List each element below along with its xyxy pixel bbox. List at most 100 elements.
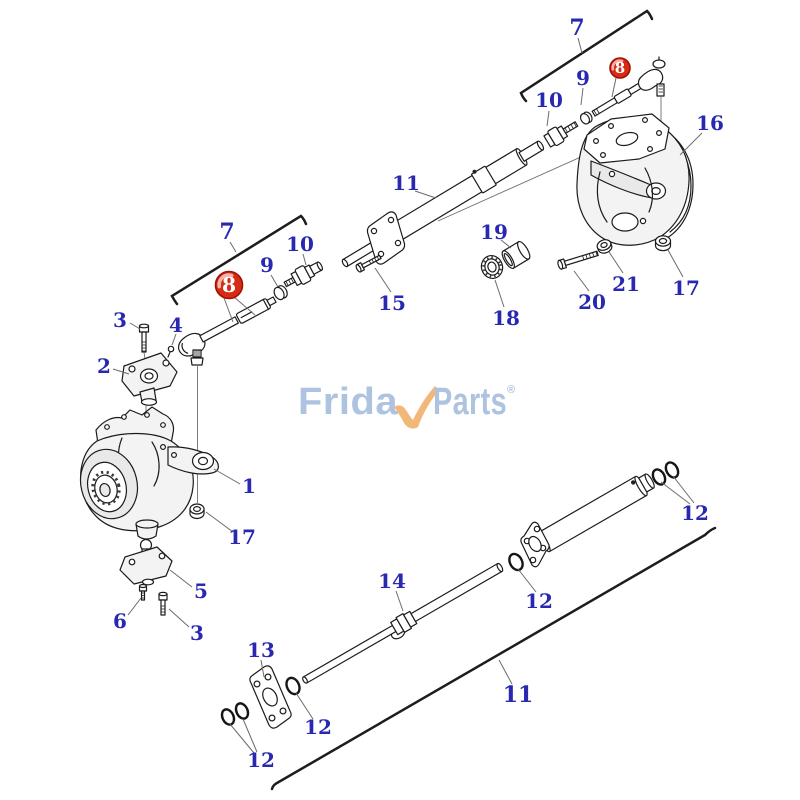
part-label-4: 4 bbox=[169, 313, 183, 337]
part-label-17: 17 bbox=[672, 276, 700, 300]
part-9-ring-right bbox=[579, 111, 593, 125]
part-label-3: 3 bbox=[113, 308, 127, 332]
part-label-13: 13 bbox=[247, 638, 275, 662]
part-12-o-ring-right-a bbox=[651, 468, 667, 486]
leader-line bbox=[127, 597, 142, 616]
bracket-line-7-top-right bbox=[519, 9, 654, 103]
part-label-12: 12 bbox=[247, 748, 275, 772]
leader-line bbox=[229, 241, 237, 253]
part-label-5: 5 bbox=[194, 579, 208, 603]
part-label-12: 12 bbox=[681, 501, 709, 525]
part-9-ring-left bbox=[273, 285, 288, 301]
part-label-20: 20 bbox=[578, 290, 606, 314]
part-label-18: 18 bbox=[492, 306, 520, 330]
leader-line bbox=[374, 267, 392, 293]
leader-line bbox=[242, 718, 258, 753]
highlight-badge-8: 8 bbox=[609, 57, 631, 79]
part-20-bolt bbox=[557, 250, 599, 270]
leader-line bbox=[295, 692, 314, 720]
cylinder-mid-flange bbox=[366, 211, 406, 265]
part-11-steering-cylinder bbox=[341, 68, 664, 268]
part-label-11: 11 bbox=[392, 171, 420, 195]
leader-line bbox=[233, 296, 256, 316]
leader-line bbox=[580, 87, 584, 106]
highlight-badge-8: 8 bbox=[214, 270, 244, 300]
leader-line bbox=[500, 239, 512, 249]
part-6-bolt bbox=[138, 583, 148, 601]
part-10-coupling-left bbox=[283, 261, 324, 288]
hub-spline bbox=[91, 470, 121, 506]
part-17-nut-right bbox=[654, 235, 672, 252]
part-3-bolt-upper bbox=[138, 323, 150, 364]
leader-line bbox=[205, 511, 234, 533]
part-label-9: 9 bbox=[576, 66, 590, 90]
leader-line bbox=[660, 481, 691, 505]
part-label-3: 3 bbox=[190, 621, 204, 645]
part-15-bolt bbox=[355, 254, 382, 273]
leader-line bbox=[129, 322, 141, 330]
leader-line bbox=[168, 608, 190, 628]
fridayparts-watermark: Frida Parts ® bbox=[298, 381, 516, 429]
leader-line bbox=[679, 132, 703, 156]
badge-highlight-swirl bbox=[611, 59, 624, 71]
part-label-2: 2 bbox=[97, 354, 111, 378]
tie-rod-sleeve bbox=[235, 298, 271, 324]
rod-mid-flange bbox=[520, 521, 550, 568]
badge-label-8: 8 bbox=[615, 59, 625, 77]
leader-line bbox=[302, 253, 307, 266]
part-label-6: 6 bbox=[113, 609, 127, 633]
leader-line bbox=[270, 274, 279, 288]
leader-line bbox=[213, 468, 241, 485]
leader-line bbox=[260, 659, 265, 678]
watermark-text-frida: Frida bbox=[298, 381, 398, 423]
leader-line bbox=[112, 368, 130, 375]
part-label-12: 12 bbox=[525, 589, 553, 613]
part-12-o-ring-pair-b bbox=[234, 702, 250, 720]
leader-line bbox=[171, 333, 177, 346]
part-16-knuckle-housing bbox=[576, 113, 694, 246]
part-label-10: 10 bbox=[286, 232, 314, 256]
leader-line bbox=[577, 37, 583, 54]
part-12-o-ring-right-b bbox=[664, 461, 680, 479]
leader-line bbox=[672, 475, 695, 504]
tie-rod-stud-left bbox=[190, 349, 204, 366]
part-2-upper-kingpin-plate bbox=[121, 352, 178, 406]
watermark-registered-mark: ® bbox=[507, 384, 516, 396]
leader-line bbox=[395, 590, 404, 612]
part-8-tie-rod-left bbox=[177, 296, 277, 357]
part-19-bushing bbox=[501, 240, 531, 270]
badge-highlight-swirl bbox=[217, 273, 234, 289]
part-label-7: 7 bbox=[219, 219, 234, 245]
leader-line bbox=[229, 723, 255, 754]
leader-line bbox=[546, 110, 550, 127]
leader-line bbox=[611, 77, 617, 98]
part-12-o-ring-single bbox=[285, 676, 301, 696]
leader-line bbox=[223, 297, 234, 323]
part-label-9: 9 bbox=[260, 253, 274, 277]
leader-line bbox=[414, 190, 437, 199]
part-10-coupling-right bbox=[543, 121, 579, 148]
watermark-text-parts: Parts bbox=[433, 381, 507, 423]
part-label-21: 21 bbox=[612, 272, 640, 296]
part-12-o-ring-pair-a bbox=[220, 708, 236, 726]
part-label-16: 16 bbox=[696, 111, 724, 135]
bleed-port bbox=[472, 169, 477, 174]
part-label-17: 17 bbox=[228, 525, 256, 549]
part-12-o-ring-mid bbox=[508, 552, 524, 572]
leader-line bbox=[494, 279, 505, 308]
bracket-line-7-left bbox=[170, 214, 308, 306]
part-18-seal bbox=[480, 254, 504, 280]
badge-label-8: 8 bbox=[222, 273, 236, 297]
part-21-washer bbox=[596, 239, 613, 254]
part-3-bolt-lower bbox=[158, 591, 168, 616]
part-label-1: 1 bbox=[242, 474, 256, 498]
watermark-check-icon bbox=[394, 386, 439, 429]
part-4-pin bbox=[167, 345, 175, 358]
part-label-14: 14 bbox=[378, 569, 406, 593]
part-1-steering-knuckle bbox=[79, 406, 219, 540]
leader-line bbox=[608, 251, 624, 274]
leader-line bbox=[517, 568, 537, 593]
ball-end-cap-right bbox=[652, 56, 666, 97]
